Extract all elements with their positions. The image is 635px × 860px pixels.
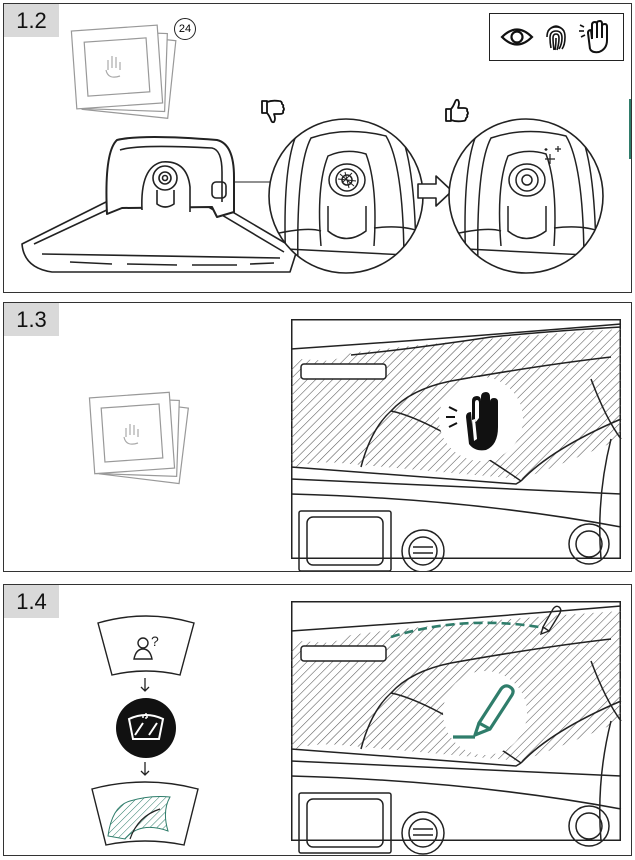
thumbs-up-icon: [445, 98, 469, 123]
step-panel-1-3: 1.3: [3, 302, 632, 572]
wiping-hand-icon: [579, 19, 608, 54]
cleaning-cloth-illustration: [70, 24, 177, 119]
wiping-hand-icon: [466, 392, 498, 451]
windshield-icon: [116, 698, 176, 758]
sparkle-icon: [544, 146, 561, 164]
step-panel-1-4: 1.4 ?: [3, 584, 632, 856]
windshield-mark-illustration: [290, 601, 622, 855]
question-mark: ?: [151, 633, 159, 649]
step-number: 1.4: [4, 585, 59, 618]
thumbs-down-icon: [261, 99, 285, 124]
windshield-wipe-illustration: [290, 319, 622, 571]
eye-icon: [500, 28, 534, 46]
fingerprint-icon: [546, 25, 566, 51]
person-question-icon: [133, 637, 153, 660]
driver-view-windshield-icon: [97, 615, 195, 676]
flow-arrow-down-icon: [140, 678, 150, 692]
small-pencil-icon: [539, 605, 562, 636]
dirty-lens-detail: [268, 118, 424, 274]
clean-lens-detail: [448, 118, 604, 274]
step-number: 1.2: [4, 4, 59, 37]
camera-device-illustration: [21, 136, 298, 273]
cleaning-cloth-illustration: [88, 391, 190, 485]
instruction-icon-box: [489, 13, 624, 61]
flow-arrow-down-icon-2: [140, 762, 150, 776]
pencil-icon: [453, 684, 515, 739]
step-panel-1-2: 1.2 24: [3, 3, 632, 293]
reference-number-badge: 24: [174, 18, 196, 40]
step-number: 1.3: [4, 303, 59, 336]
marked-windshield-icon: [91, 781, 199, 846]
arrow-right-icon: [417, 175, 453, 207]
edge-marker: [629, 99, 631, 159]
